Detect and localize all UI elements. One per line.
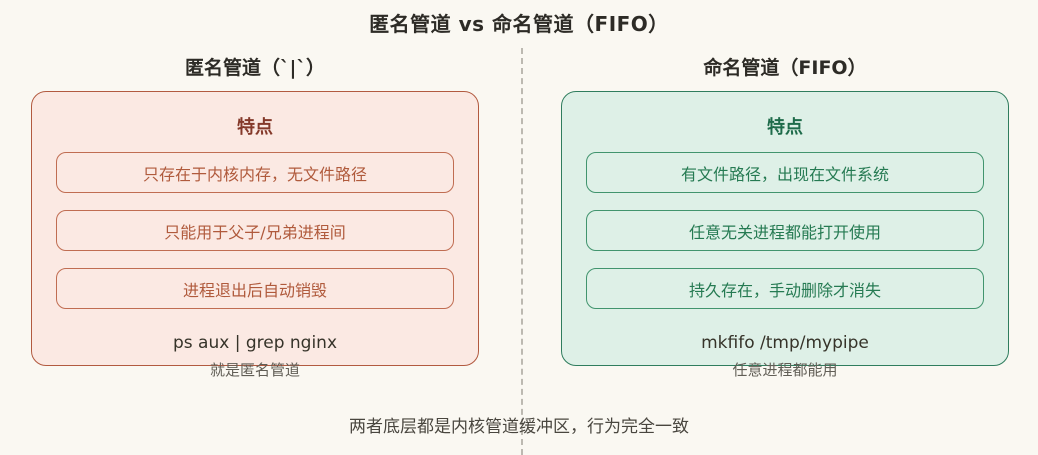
- feature-item: 只能用于父子/兄弟进程间: [56, 210, 454, 251]
- feature-item: 进程退出后自动销毁: [56, 268, 454, 309]
- command-example: ps aux | grep nginx: [172, 333, 338, 353]
- anonymous-pipe-caption: 就是匿名管道: [209, 361, 300, 379]
- page-title: 匿名管道 vs 命名管道（FIFO）: [369, 12, 669, 36]
- named-pipe-card: 特点 有文件路径，出现在文件系统 任意无关进程都能打开使用 持久存在，手动删除才…: [561, 91, 1009, 366]
- column-header-anonymous-pipe: 匿名管道（`|`）: [185, 57, 325, 79]
- feature-item: 任意无关进程都能打开使用: [586, 210, 984, 251]
- footer-note: 两者底层都是内核管道缓冲区，行为完全一致: [349, 417, 689, 437]
- command-example: mkfifo /tmp/mypipe: [701, 333, 869, 353]
- feature-item: 有文件路径，出现在文件系统: [586, 152, 984, 193]
- card-title: 特点: [237, 117, 273, 138]
- column-header-named-pipe: 命名管道（FIFO）: [703, 57, 867, 79]
- named-pipe-caption: 任意进程都能用: [732, 361, 838, 379]
- card-title: 特点: [767, 117, 803, 138]
- feature-item: 只存在于内核内存，无文件路径: [56, 152, 454, 193]
- anonymous-pipe-card: 特点 只存在于内核内存，无文件路径 只能用于父子/兄弟进程间 进程退出后自动销毁…: [31, 91, 479, 366]
- feature-item: 持久存在，手动删除才消失: [586, 268, 984, 309]
- vertical-dashed-divider: [521, 48, 523, 455]
